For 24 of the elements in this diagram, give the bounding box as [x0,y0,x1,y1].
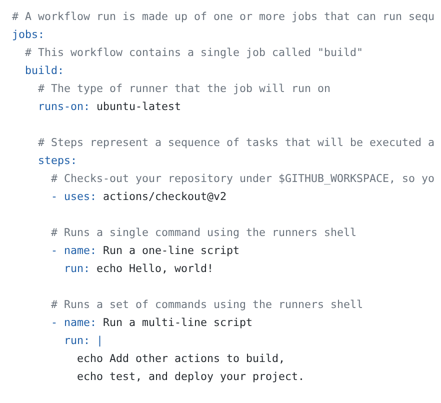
code-comment: # A workflow run is made up of one or more jobs that can run sequ [12,9,435,25]
yaml-key: jobs: [12,26,45,44]
code-comment: # Checks-out your repository under $GITHUB_WORKSPACE, so yo [51,171,435,187]
yaml-value: echo Add other actions to build, [77,351,286,367]
yaml-key: run: [64,332,90,350]
code-comment: # The type of runner that the job will run on [38,81,331,97]
yaml-value: echo test, and deploy your project. [77,369,305,385]
yaml-key: - name: [51,314,97,332]
code-comment: # This workflow contains a single job called "build" [25,45,364,61]
yaml-value: actions/checkout@v2 [103,189,227,205]
yaml-key: steps: [38,152,78,170]
code-comment: # Steps represent a sequence of tasks that will be executed a [38,135,435,151]
yaml-value: Run a one-line script [103,243,240,259]
yaml-value: ubuntu-latest [96,99,182,115]
yaml-value: Run a multi-line script [103,315,253,331]
yaml-key: run: [64,260,90,278]
code-comment: # Runs a single command using the runners shell [51,225,357,241]
yaml-key: build: [25,62,64,80]
yaml-key: runs-on: [38,98,90,116]
block-scalar-indicator: | [96,333,104,349]
yaml-key: - name: [51,242,97,260]
yaml-value: echo Hello, world! [96,261,214,277]
yaml-key: - uses: [51,188,97,206]
code-comment: # Runs a set of commands using the runners shell [51,297,364,313]
